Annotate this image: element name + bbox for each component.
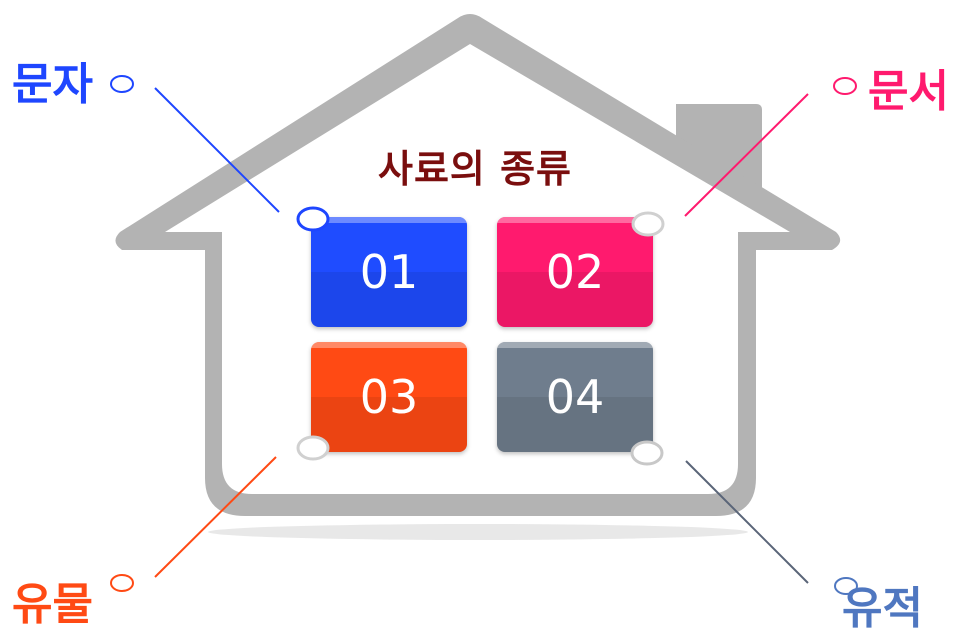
connector-line-02 [684,93,809,217]
tile-04: 04 [497,342,653,452]
label-dot-04 [834,577,858,595]
label-01: 문자 [12,59,93,110]
tile-number: 04 [545,370,605,424]
label-04: 유적 [842,583,923,634]
tile-number: 02 [545,245,605,299]
house-outline [115,14,841,516]
connector-line-04 [685,460,809,584]
tile-number: 03 [359,370,419,424]
tile-03: 03 [311,342,467,452]
label-02: 문서 [868,66,949,117]
label-dot-01 [110,75,134,93]
house-shadow [208,524,748,540]
tile-02: 02 [497,217,653,327]
label-dot-03 [110,574,134,592]
label-dot-02 [833,77,857,95]
diagram-title: 사료의 종류 [377,147,573,191]
connector-line-03 [154,456,277,578]
tile-number: 01 [359,245,419,299]
connector-line-01 [154,87,280,213]
label-03: 유물 [12,579,93,630]
tile-01: 01 [311,217,467,327]
